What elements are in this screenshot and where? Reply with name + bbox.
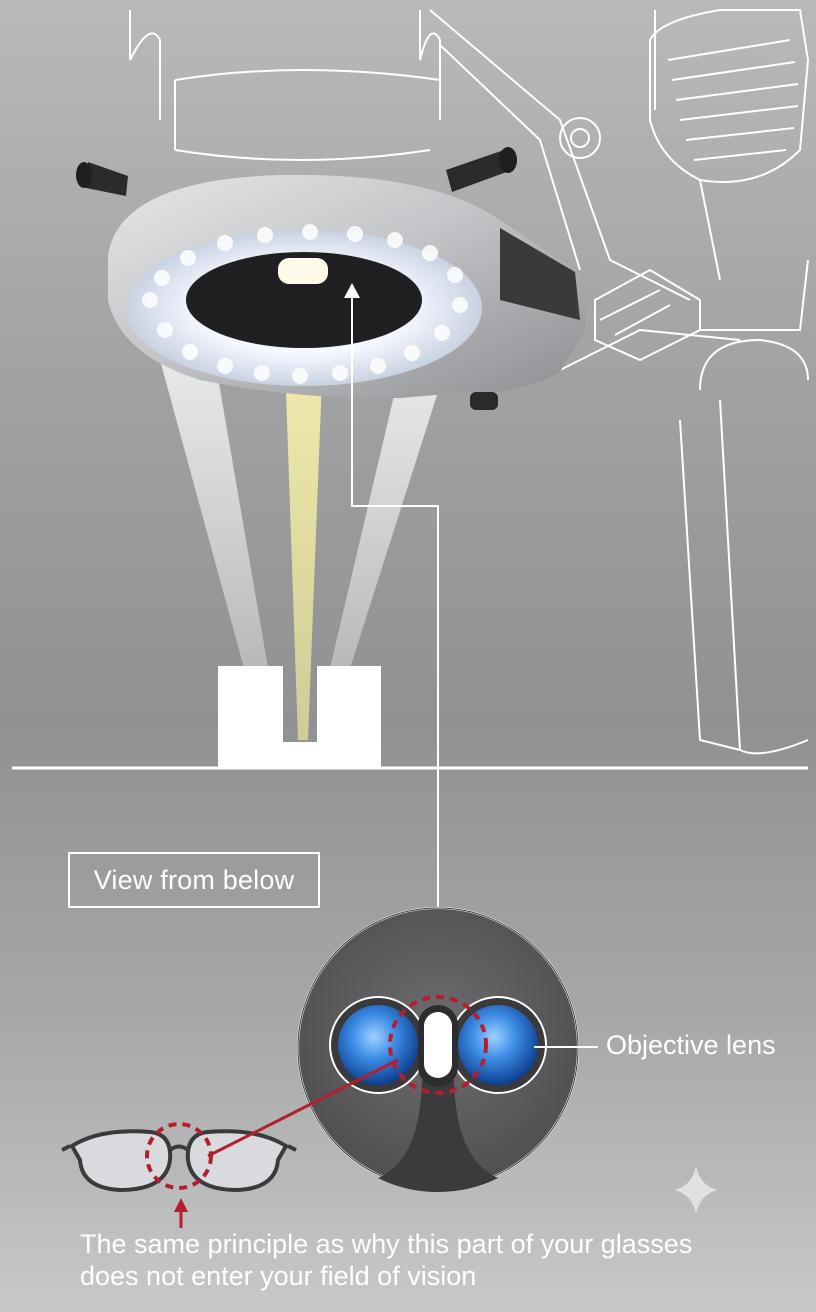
- highlight-circle-centre: [388, 995, 488, 1095]
- caption-line-2: does not enter your field of vision: [80, 1261, 477, 1291]
- sample-object: [218, 666, 381, 768]
- caption: The same principle as why this part of y…: [80, 1228, 800, 1292]
- arrow-up-icon: [344, 283, 360, 298]
- ring-light: [76, 147, 587, 410]
- red-arrow-head: [174, 1198, 188, 1212]
- microscope-bottom-view: [297, 907, 579, 1192]
- leader-line-upper: [351, 296, 439, 968]
- view-from-below-text: View from below: [93, 864, 295, 895]
- glasses: [61, 1129, 297, 1193]
- led-beam-left: [160, 360, 268, 668]
- view-from-below-label: View from below: [68, 852, 320, 908]
- sparkle-icon: [674, 1166, 718, 1214]
- led-beam-right: [330, 370, 445, 668]
- red-connector-line: [207, 1058, 399, 1158]
- objective-lens-label: Objective lens: [606, 1030, 776, 1060]
- microscope-outline: [129, 9, 810, 755]
- caption-line-1: The same principle as why this part of y…: [80, 1229, 693, 1259]
